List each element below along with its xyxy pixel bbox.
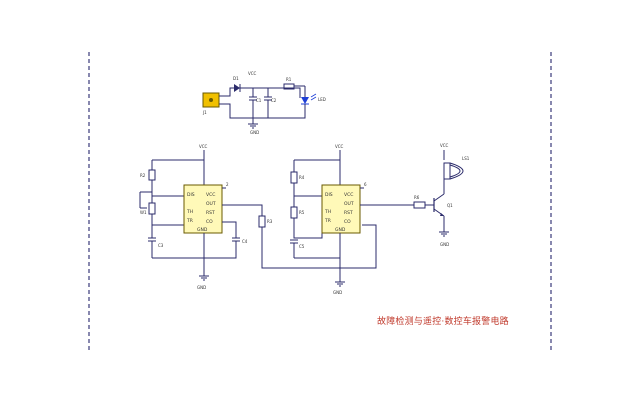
resistor-symbol — [290, 206, 298, 219]
resistor-symbol — [290, 171, 298, 184]
svg-text:R2: R2 — [140, 173, 146, 178]
svg-text:GND: GND — [333, 290, 342, 295]
ground-symbol — [439, 231, 449, 237]
pin-label: DIS — [325, 192, 333, 198]
diagram-title: 故障检测与遥控·数控车报警电路 — [377, 315, 509, 327]
svg-text:R5: R5 — [299, 210, 305, 215]
svg-text:D1: D1 — [233, 76, 239, 81]
buzzer-driver-section: R6 Q1 GND VCC LS1 — [360, 143, 470, 247]
svg-text:C2: C2 — [271, 98, 277, 103]
svg-text:VCC: VCC — [199, 144, 208, 149]
svg-text:Q1: Q1 — [447, 203, 453, 208]
pin-label: OUT — [206, 201, 216, 207]
led-symbol — [301, 93, 317, 105]
svg-text:GND: GND — [440, 242, 449, 247]
timer-ic-2 — [321, 184, 361, 234]
power-supply-section: J1 D1 C1 C2 VCC GND R1 LED — [202, 71, 326, 135]
svg-text:C1: C1 — [256, 98, 262, 103]
pin-label: OUT — [344, 201, 354, 207]
pin-label: CO — [344, 219, 351, 225]
pin-label: RST — [206, 210, 215, 216]
pin-label: DIS — [187, 192, 195, 198]
ground-symbol — [335, 281, 345, 287]
svg-text:W1: W1 — [140, 210, 147, 215]
potentiometer-symbol — [148, 202, 156, 215]
pin-label: TR — [186, 218, 193, 224]
pin-label: TH — [186, 209, 193, 215]
ground-symbol — [248, 118, 258, 129]
resistor-symbol — [148, 169, 156, 181]
resistor-symbol — [413, 201, 426, 209]
resistor-symbol — [258, 215, 266, 228]
svg-text:LED: LED — [318, 97, 326, 102]
svg-text:GND: GND — [250, 130, 259, 135]
svg-text:C4: C4 — [242, 239, 248, 244]
svg-text:2: 2 — [226, 182, 229, 187]
buzzer-symbol — [443, 162, 464, 180]
timer-stage-2: VCC R4 R5 C5 DIS TH TR VCC OUT RST CO GN… — [290, 144, 367, 295]
pin-label: VCC — [206, 192, 215, 198]
pin-label: TH — [324, 209, 331, 215]
svg-text:LS1: LS1 — [462, 156, 470, 161]
svg-text:R6: R6 — [414, 195, 420, 200]
svg-text:J1: J1 — [202, 110, 207, 115]
svg-text:R4: R4 — [299, 175, 305, 180]
svg-text:VCC: VCC — [335, 144, 344, 149]
pin-label: GND — [197, 227, 208, 233]
ground-symbol — [199, 275, 209, 281]
pin-label: VCC — [344, 192, 353, 198]
transistor-symbol — [433, 193, 445, 217]
svg-text:C5: C5 — [299, 244, 305, 249]
svg-text:R3: R3 — [267, 219, 273, 224]
svg-text:GND: GND — [197, 285, 206, 290]
svg-text:6: 6 — [364, 182, 367, 187]
timer-stage-1: VCC R2 W1 C3 DIS TH TR VCC OUT RST CO GN… — [139, 144, 248, 290]
pin-label: GND — [335, 227, 346, 233]
pin-label: CO — [206, 219, 213, 225]
svg-text:C3: C3 — [158, 243, 164, 248]
pin-label: TR — [324, 218, 331, 224]
timer-ic-1 — [183, 184, 223, 234]
diode-symbol — [234, 84, 241, 92]
svg-text:VCC: VCC — [440, 143, 449, 148]
svg-text:R1: R1 — [286, 77, 292, 82]
pin-label: RST — [344, 210, 353, 216]
svg-text:VCC: VCC — [248, 71, 257, 76]
